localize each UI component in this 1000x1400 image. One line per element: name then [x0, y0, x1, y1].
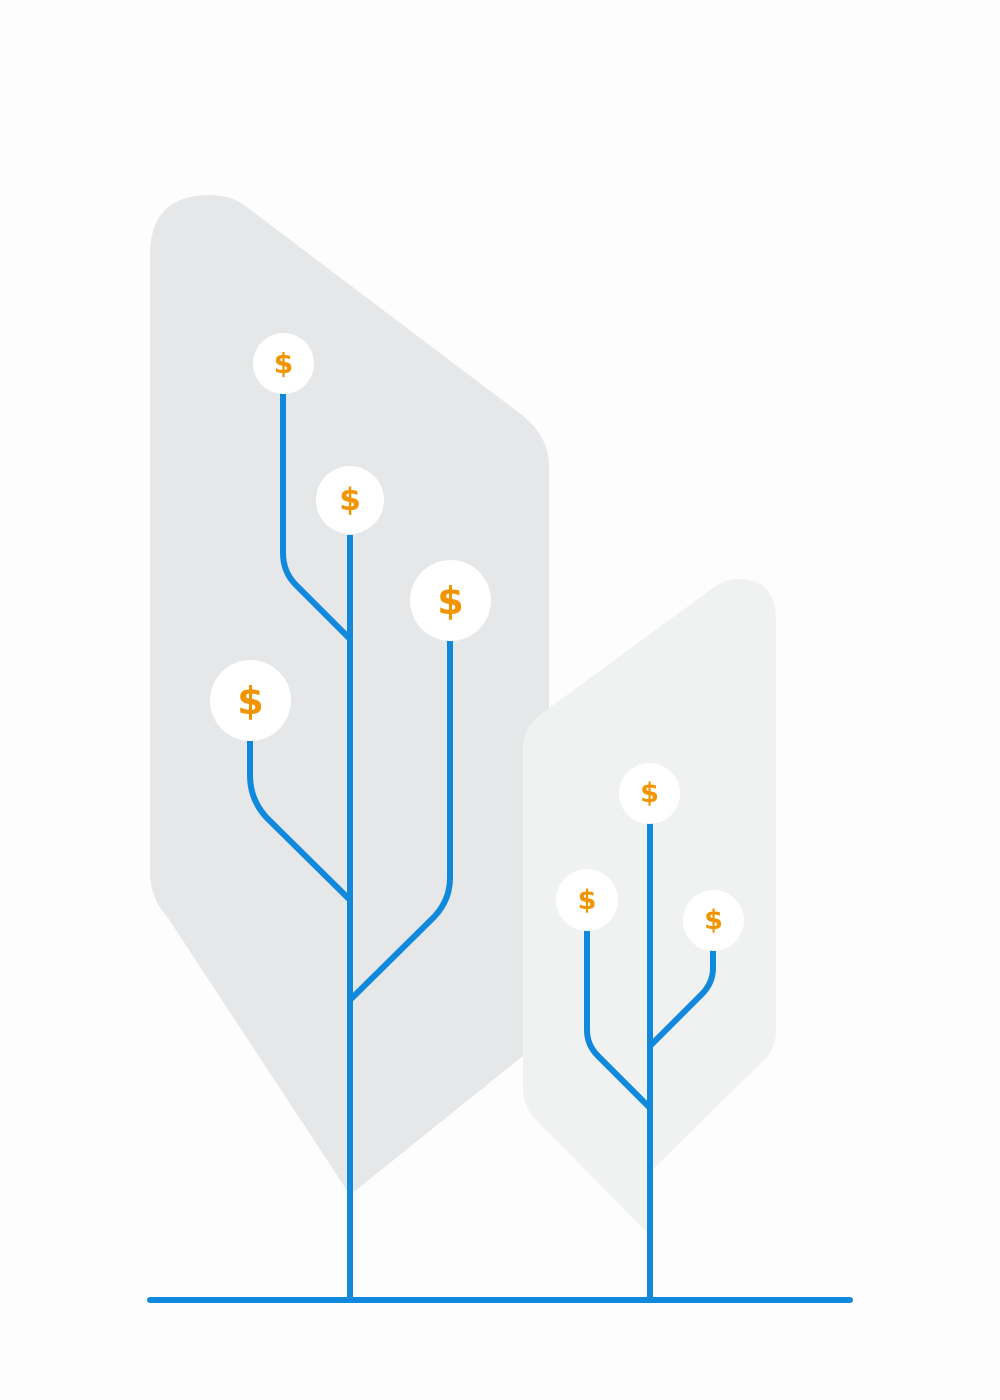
coin-symbol: $ — [577, 884, 597, 916]
branches — [147, 393, 853, 1303]
coin-symbol: $ — [704, 905, 723, 936]
small-tree-branch-right — [647, 950, 716, 1049]
dollar-coin-icon: $ — [619, 763, 680, 824]
large-tree-branch-right — [347, 640, 453, 1003]
small-tree-branch-left — [584, 930, 653, 1111]
dollar-coin-icon: $ — [253, 333, 314, 394]
coin-symbol: $ — [237, 678, 264, 723]
large-tree-branch-mid-left — [247, 740, 353, 903]
dollar-coin-icon: $ — [316, 466, 384, 534]
coin-symbol: $ — [339, 481, 361, 518]
coin-symbol: $ — [437, 578, 464, 623]
dollar-coin-icon: $ — [683, 890, 744, 951]
coin-symbol: $ — [273, 346, 294, 380]
dollar-coin-icon: $ — [556, 869, 618, 931]
dollar-coin-icon: $ — [410, 560, 491, 641]
large-tree-branch-top-left — [280, 393, 353, 642]
dollar-coin-icon: $ — [210, 660, 291, 741]
coin-symbol: $ — [640, 778, 659, 809]
